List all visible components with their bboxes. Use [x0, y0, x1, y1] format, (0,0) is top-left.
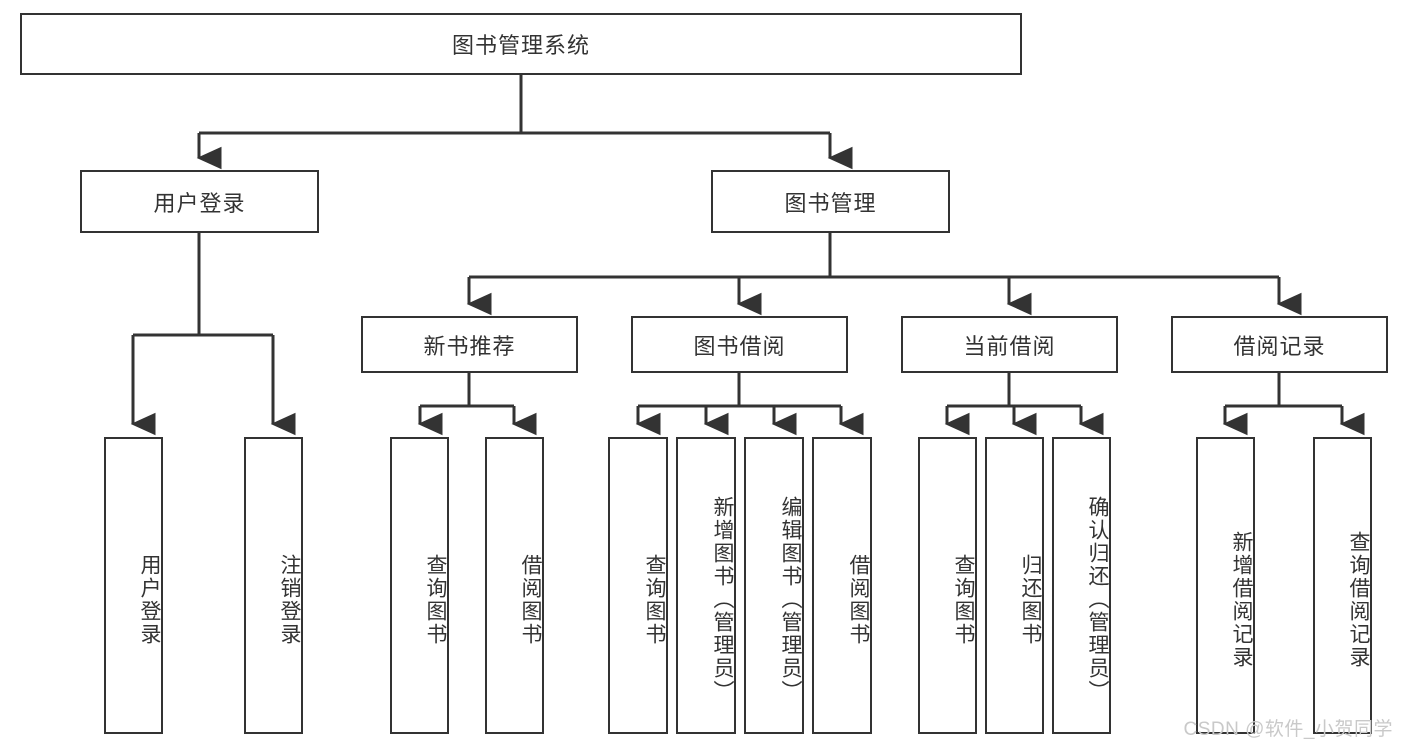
- node-label: 借阅记录: [1233, 333, 1326, 359]
- node-book-borrow[interactable]: 图书借阅: [631, 316, 848, 373]
- leaf-edit-book-admin[interactable]: 编辑图书（管理员）: [744, 437, 804, 734]
- node-label: 图书管理系统: [451, 33, 590, 58]
- node-label: 用户登录: [153, 190, 246, 216]
- leaf-query-book-borrow[interactable]: 查询图书: [608, 437, 668, 734]
- node-label: 当前借阅: [963, 333, 1056, 359]
- node-borrow-record[interactable]: 借阅记录: [1171, 316, 1388, 373]
- node-label: 借阅图书: [519, 553, 542, 646]
- node-label: 查询图书: [424, 553, 447, 646]
- node-root-book-management-system[interactable]: 图书管理系统: [20, 13, 1022, 75]
- leaf-borrow-book[interactable]: 借阅图书: [812, 437, 872, 734]
- node-label: 归还图书: [1019, 553, 1042, 646]
- node-label: 新增图书（管理员）: [711, 496, 734, 703]
- node-label: 编辑图书（管理员）: [779, 496, 802, 703]
- leaf-add-book-admin[interactable]: 新增图书（管理员）: [676, 437, 736, 734]
- node-label: 查询借阅记录: [1347, 530, 1370, 669]
- node-label: 查询图书: [643, 553, 666, 646]
- leaf-return-book[interactable]: 归还图书: [985, 437, 1044, 734]
- node-label: 图书借阅: [693, 333, 786, 359]
- leaf-borrow-book-recommend[interactable]: 借阅图书: [485, 437, 544, 734]
- node-label: 用户登录: [138, 553, 161, 646]
- node-label: 借阅图书: [847, 553, 870, 646]
- node-user-login[interactable]: 用户登录: [80, 170, 319, 233]
- leaf-query-book-current[interactable]: 查询图书: [918, 437, 977, 734]
- node-label: 新书推荐: [423, 333, 516, 359]
- leaf-logout[interactable]: 注销登录: [244, 437, 303, 734]
- watermark-text: CSDN @软件_小贺同学: [1183, 719, 1393, 740]
- leaf-user-login[interactable]: 用户登录: [104, 437, 163, 734]
- leaf-query-book-recommend[interactable]: 查询图书: [390, 437, 449, 734]
- node-label: 新增借阅记录: [1230, 530, 1253, 669]
- node-label: 确认归还（管理员）: [1086, 496, 1109, 703]
- node-label: 查询图书: [952, 553, 975, 646]
- node-new-book-recommend[interactable]: 新书推荐: [361, 316, 578, 373]
- node-book-management[interactable]: 图书管理: [711, 170, 950, 233]
- node-label: 图书管理: [784, 190, 877, 216]
- leaf-add-borrow-record[interactable]: 新增借阅记录: [1196, 437, 1255, 734]
- node-label: 注销登录: [278, 553, 301, 646]
- node-current-borrow[interactable]: 当前借阅: [901, 316, 1118, 373]
- leaf-query-borrow-record[interactable]: 查询借阅记录: [1313, 437, 1372, 734]
- leaf-confirm-return-admin[interactable]: 确认归还（管理员）: [1052, 437, 1111, 734]
